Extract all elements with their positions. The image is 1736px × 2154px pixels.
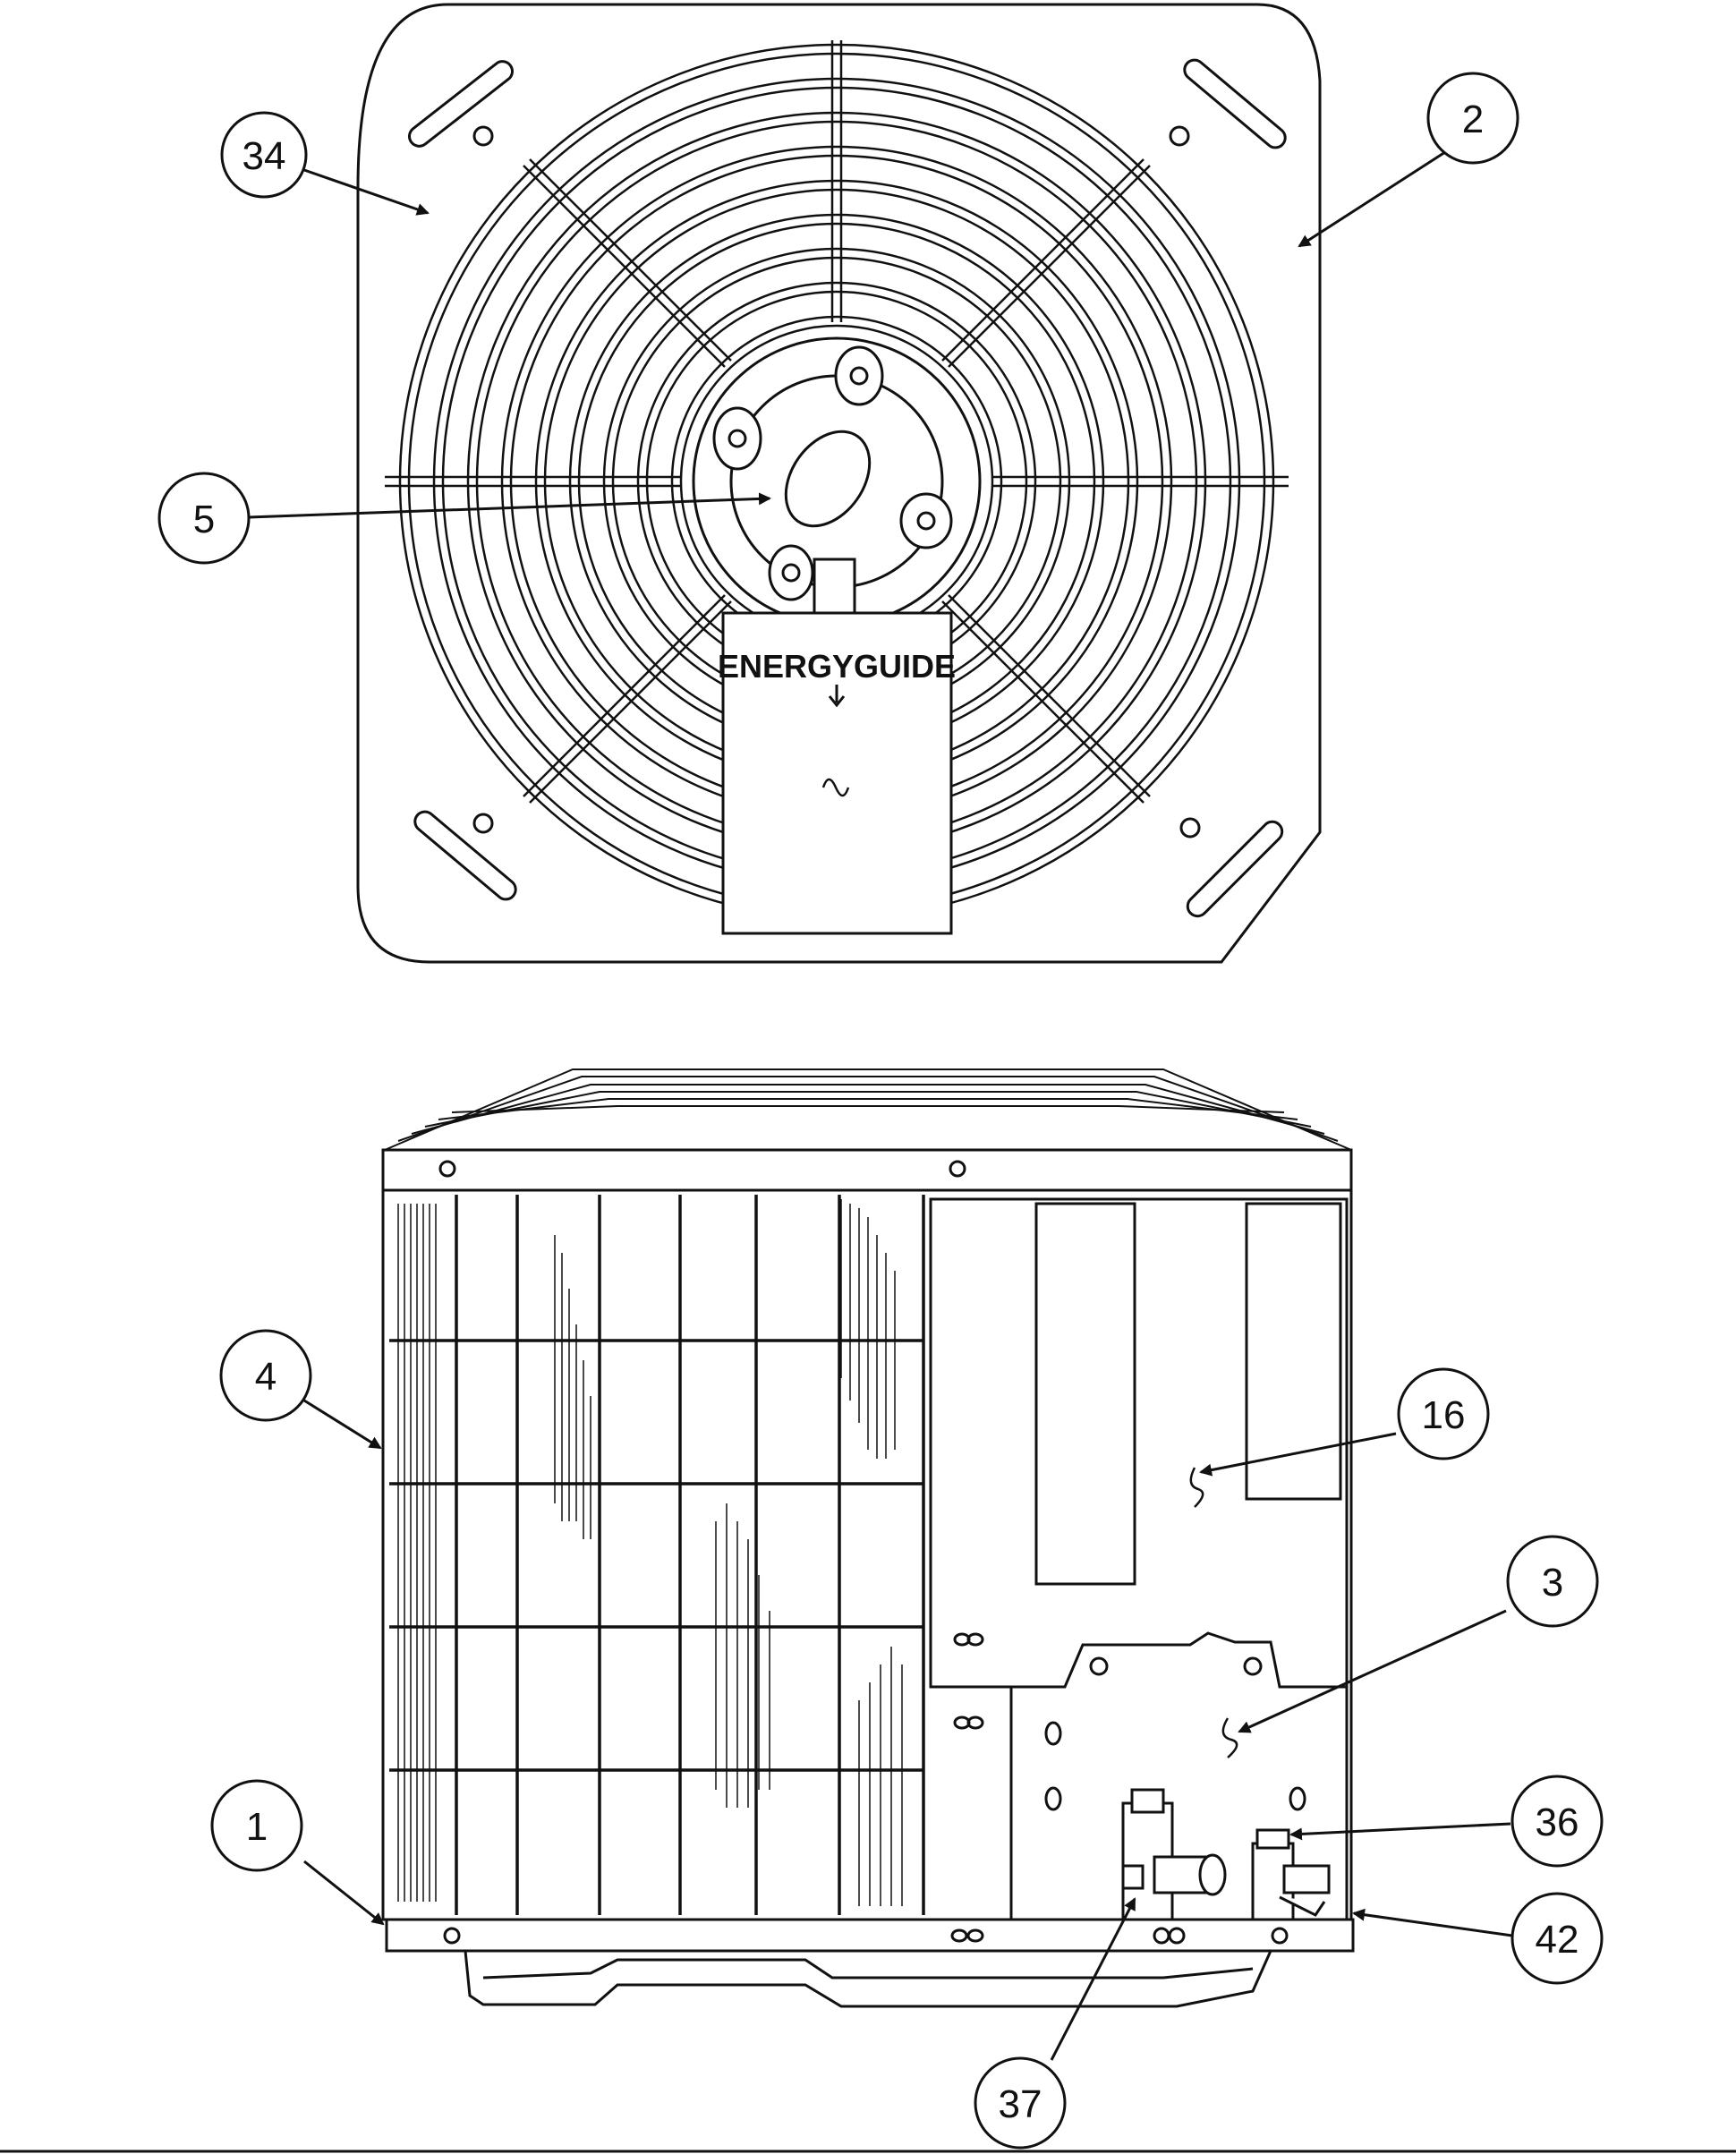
svg-text:1: 1 xyxy=(246,1805,268,1849)
top-louvers xyxy=(384,1068,1352,1151)
leader-lines xyxy=(248,150,1513,2061)
top-rail xyxy=(381,1148,1353,1192)
callout-4: 4 xyxy=(219,1329,312,1422)
coil-guard xyxy=(389,1195,925,1915)
svg-text:36: 36 xyxy=(1536,1801,1579,1844)
energyguide-brand: ENERGYGUIDE xyxy=(718,648,956,685)
svg-text:3: 3 xyxy=(1542,1561,1563,1605)
leader-2 xyxy=(1298,150,1446,248)
callout-5: 5 xyxy=(157,472,251,565)
top-panel xyxy=(356,3,1322,964)
fan-motor xyxy=(692,336,982,626)
leader-37 xyxy=(1050,1897,1136,2061)
leader-5 xyxy=(248,492,771,519)
mount-screw xyxy=(472,813,494,834)
svg-text:42: 42 xyxy=(1536,1918,1579,1962)
callout-2: 2 xyxy=(1426,72,1519,165)
leader-16 xyxy=(1199,1432,1397,1477)
leader-42 xyxy=(1352,1908,1513,1937)
top-view: ENERGYGUIDE xyxy=(356,3,1322,964)
energyguide-label: ENERGYGUIDE xyxy=(718,558,956,935)
mount-screw xyxy=(472,125,494,147)
leader-34 xyxy=(303,168,430,216)
leader-1 xyxy=(303,1860,385,1926)
corner-slot xyxy=(1183,58,1287,149)
svg-text:2: 2 xyxy=(1462,98,1484,141)
corner-slot xyxy=(1186,820,1284,918)
corner-slot xyxy=(413,810,517,901)
mount-screw xyxy=(1169,125,1190,147)
callout-3: 3 xyxy=(1506,1535,1599,1628)
label-window xyxy=(1245,1202,1342,1501)
callout-1: 1 xyxy=(210,1779,303,1872)
callout-34: 34 xyxy=(220,111,308,199)
callout-37: 37 xyxy=(974,2056,1067,2150)
base-rail xyxy=(385,1918,1355,1953)
callout-bubbles: 34 2 5 4 16 3 1 36 xyxy=(157,72,1604,2150)
callout-16: 16 xyxy=(1397,1367,1490,1460)
svg-text:34: 34 xyxy=(243,134,286,178)
svg-text:16: 16 xyxy=(1422,1393,1466,1437)
mount-screw xyxy=(1179,817,1201,839)
control-access-panel xyxy=(929,1197,1349,1689)
callout-36: 36 xyxy=(1510,1775,1604,1868)
leader-3 xyxy=(1238,1609,1507,1733)
base-pan xyxy=(464,1950,1272,2008)
leader-4 xyxy=(303,1399,382,1450)
front-view xyxy=(381,1068,1355,2008)
svg-text:4: 4 xyxy=(255,1355,277,1399)
callout-42: 42 xyxy=(1510,1892,1604,1985)
corner-slot xyxy=(408,60,514,148)
coil-fins xyxy=(397,1199,903,1906)
svg-text:37: 37 xyxy=(999,2082,1042,2126)
liquid-valve xyxy=(1251,1828,1331,1921)
leader-36 xyxy=(1289,1822,1511,1841)
label-window xyxy=(1034,1202,1136,1586)
svg-text:5: 5 xyxy=(193,498,215,541)
